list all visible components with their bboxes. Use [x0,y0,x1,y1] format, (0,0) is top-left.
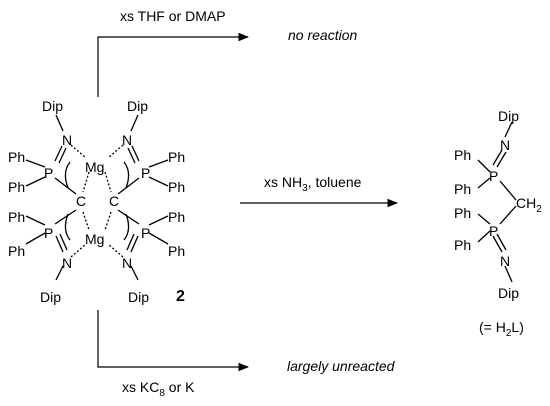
bottom-reaction-arrow [97,310,250,372]
phosphorus-label: P [489,223,498,239]
carbon-label: C [109,193,119,209]
dip-label: Dip [42,98,63,114]
nitrogen-label: N [122,255,132,271]
bottom-outcome: largely unreacted [287,358,396,374]
dip-label: Dip [127,98,148,114]
phenyl-label: Ph [454,205,471,221]
nitrogen-label: N [500,137,510,153]
product-structure: Dip N Ph P Ph CH2 Ph P Ph N Dip (= H2L) [454,108,542,339]
top-condition: xs THF or DMAP [120,8,226,24]
nitrogen-label: N [122,132,132,148]
phenyl-label: Ph [168,149,185,165]
top-outcome: no reaction [288,27,357,43]
product-label: (= H2L) [479,319,524,339]
phenyl-label: Ph [168,243,185,259]
compound-number: 2 [176,288,185,305]
dip-label: Dip [498,285,519,301]
phenyl-label: Ph [168,179,185,195]
phenyl-label: Ph [8,149,25,165]
phosphorus-label: P [44,165,53,181]
phenyl-label: Ph [8,179,25,195]
phosphorus-label: P [44,225,53,241]
phosphorus-label: P [141,165,150,181]
phenyl-label: Ph [454,147,471,163]
magnesium-label: Mg [85,231,104,247]
nitrogen-label: N [62,255,72,271]
dip-label: Dip [40,289,61,305]
phenyl-label: Ph [168,209,185,225]
phosphorus-label: P [141,225,150,241]
magnesium-label: Mg [85,159,104,175]
dip-label: Dip [128,289,149,305]
phenyl-label: Ph [454,237,471,253]
phenyl-label: Ph [454,181,471,197]
phenyl-label: Ph [8,243,25,259]
middle-condition: xs NH3, toluene [264,174,362,194]
top-reaction-arrow [97,32,250,97]
nitrogen-label: N [500,253,510,269]
nitrogen-label: N [62,132,72,148]
methylene-label: CH2 [516,195,542,215]
reactant-structure: Dip Dip N N Mg Ph Ph P P Ph Ph C C Ph Ph… [8,98,185,305]
phenyl-label: Ph [8,209,25,225]
bottom-condition: xs KC8 or K [122,379,195,399]
phosphorus-label: P [489,168,498,184]
dip-label: Dip [498,108,519,124]
carbon-label: C [76,193,86,209]
